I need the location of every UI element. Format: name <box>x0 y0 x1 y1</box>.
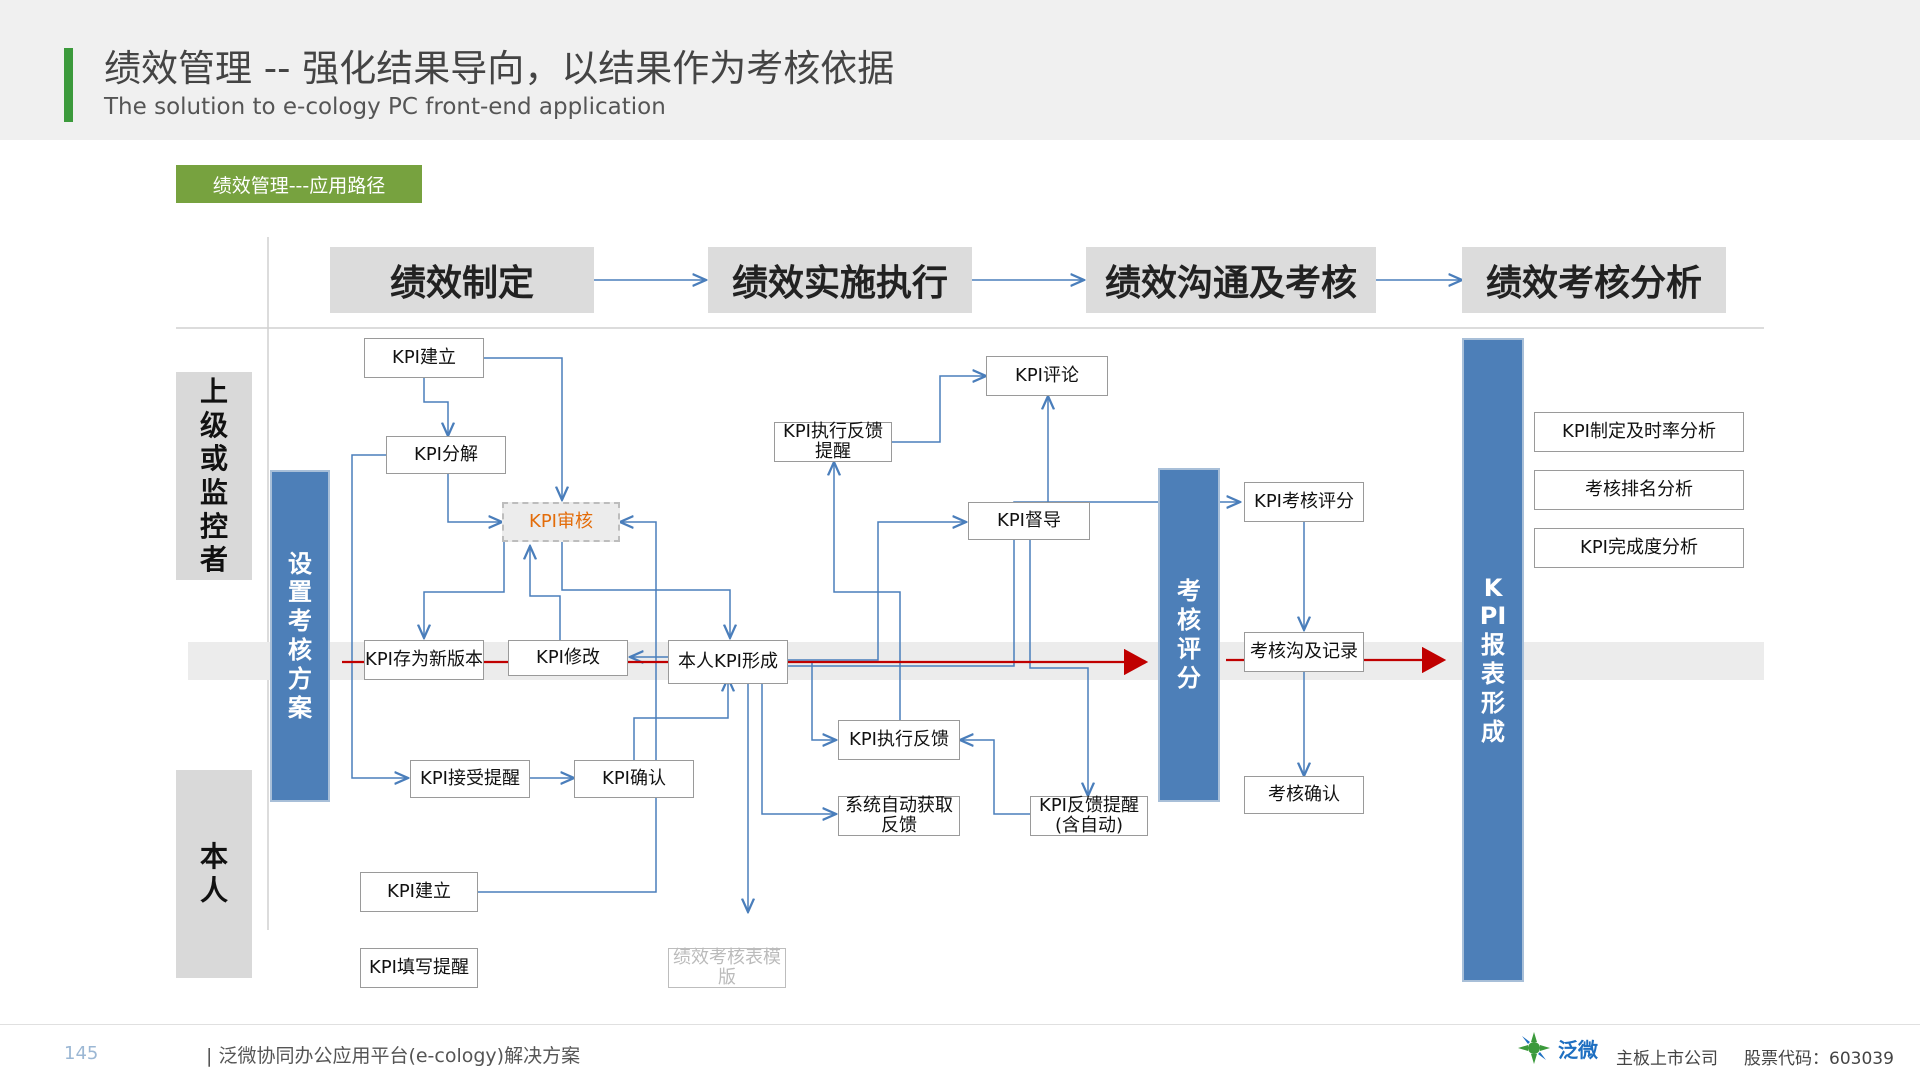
box-template: 绩效考核表模版 <box>668 948 786 988</box>
bar-char: 核 <box>1177 606 1201 635</box>
bar-char: PI <box>1479 602 1507 631</box>
role-supervisor-char: 或 <box>199 442 228 476</box>
box-kpi-build-top: KPI建立 <box>364 338 484 378</box>
bar-char: 设 <box>288 549 312 578</box>
box-self-kpi-form: 本人KPI形成 <box>668 640 788 684</box>
box-kpi-exec-feedback: KPI执行反馈 <box>838 720 960 760</box>
box-kpi-save-version: KPI存为新版本 <box>364 640 484 680</box>
analysis-ranking: 考核排名分析 <box>1534 470 1744 510</box>
box-kpi-fill-remind: KPI填写提醒 <box>360 948 478 988</box>
bar-char: 形 <box>1481 688 1505 717</box>
page-title: 绩效管理 -- 强化结果导向，以结果作为考核依据 <box>104 47 895 90</box>
role-supervisor-char: 监 <box>199 476 228 509</box>
role-self: 本 人 <box>176 770 252 978</box>
box-kpi-accept-remind: KPI接受提醒 <box>410 760 530 798</box>
bar-char: 分 <box>1177 663 1201 692</box>
box-kpi-score: KPI考核评分 <box>1244 482 1364 522</box>
stage-formulation: 绩效制定 <box>330 247 594 313</box>
role-self-char: 本 <box>199 840 228 874</box>
bar-char: 方 <box>288 664 312 693</box>
box-kpi-supervise: KPI督导 <box>968 502 1090 540</box>
bar-char: 考 <box>1177 577 1201 606</box>
title-accent-bar <box>64 48 73 122</box>
logo-text: 泛微 <box>1558 1037 1598 1062</box>
bar-char: 考 <box>288 607 312 636</box>
stock-code-label: 股票代码：603039 <box>1744 1049 1894 1069</box>
bar-char: 核 <box>288 636 312 664</box>
page-number: 145 <box>64 1043 99 1064</box>
analysis-completion: KPI完成度分析 <box>1534 528 1744 568</box>
section-tag: 绩效管理---应用路径 <box>176 165 422 203</box>
bar-kpi-report: K PI 报 表 形 成 <box>1462 338 1524 982</box>
bar-char: 置 <box>288 578 312 607</box>
bar-setup-scheme: 设 置 考 核 方 案 <box>270 470 330 802</box>
bar-char: K <box>1483 573 1503 602</box>
role-supervisor-char: 上 <box>199 375 228 409</box>
bar-char: 成 <box>1481 717 1505 746</box>
box-auto-feedback: 系统自动获取反馈 <box>838 796 960 836</box>
role-supervisor-char: 者 <box>199 543 228 577</box>
bar-char: 评 <box>1177 635 1201 663</box>
page-subtitle: The solution to e-cology PC front-end ap… <box>104 94 666 120</box>
stage-communication: 绩效沟通及考核 <box>1086 247 1376 313</box>
box-kpi-build-self: KPI建立 <box>360 872 478 912</box>
footer-caption: | 泛微协同办公应用平台(e-cology)解决方案 <box>206 1045 581 1067</box>
weaver-logo: 泛微 <box>1516 1030 1598 1066</box>
stage-analysis: 绩效考核分析 <box>1462 247 1726 313</box>
role-self-char: 人 <box>199 874 228 907</box>
stage-execution: 绩效实施执行 <box>708 247 972 313</box>
header-band <box>0 0 1920 140</box>
box-kpi-modify: KPI修改 <box>508 640 628 676</box>
bar-char: 案 <box>288 693 312 722</box>
box-kpi-comment: KPI评论 <box>986 356 1108 396</box>
box-kpi-feedback-remind: KPI反馈提醒(含自动) <box>1030 796 1148 836</box>
footer-divider <box>0 1024 1920 1025</box>
box-kpi-decompose: KPI分解 <box>386 436 506 474</box>
box-kpi-exec-feedback-remind: KPI执行反馈提醒 <box>774 422 892 462</box>
box-kpi-confirm: KPI确认 <box>574 760 694 798</box>
listed-company-label: 主板上市公司 <box>1616 1049 1718 1069</box>
leaf-icon <box>1518 1032 1550 1064</box>
analysis-timeliness: KPI制定及时率分析 <box>1534 412 1744 452</box>
box-kpi-audit: KPI审核 <box>502 502 620 542</box>
bar-char: 表 <box>1481 660 1505 688</box>
bar-evaluate-score: 考 核 评 分 <box>1158 468 1220 802</box>
role-supervisor-char: 级 <box>199 408 228 442</box>
role-supervisor: 上 级 或 监 控 者 <box>176 372 252 580</box>
bar-char: 报 <box>1481 631 1505 660</box>
box-comm-record: 考核沟及记录 <box>1244 632 1364 672</box>
box-eval-confirm: 考核确认 <box>1244 776 1364 814</box>
role-supervisor-char: 控 <box>199 509 228 543</box>
